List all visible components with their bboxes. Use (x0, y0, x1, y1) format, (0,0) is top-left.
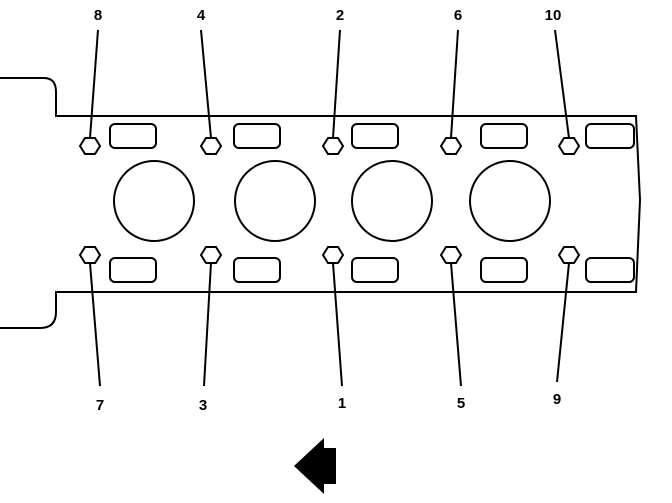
leader-line (200, 29, 212, 139)
bolt-label: 8 (94, 7, 102, 24)
bolt-label: 5 (457, 395, 465, 412)
top-ports (109, 123, 635, 149)
port-slot (351, 257, 399, 283)
bolt-label: 3 (199, 397, 207, 414)
leader-line (332, 29, 341, 139)
bolt-label: 4 (197, 7, 206, 24)
cylinder-bores (113, 160, 551, 242)
cylinder-bore (351, 160, 433, 242)
leader-line (450, 29, 459, 139)
bottom-bolts (78, 246, 581, 264)
port-slot (585, 123, 635, 149)
cylinder-head-outline (0, 77, 642, 329)
port-slot (480, 123, 528, 149)
port-slot (585, 257, 635, 283)
leader-line (89, 262, 101, 387)
port-slot (109, 123, 157, 149)
bottom-leader-lines (89, 262, 570, 387)
bolt-label: 2 (336, 7, 344, 24)
bolt-label: 9 (553, 391, 561, 408)
leader-line (554, 29, 570, 139)
bottom-ports (109, 257, 635, 283)
leader-line (89, 29, 99, 139)
bolt-hex-icon[interactable] (439, 246, 463, 264)
port-slot (233, 257, 281, 283)
bolt-hex-icon[interactable] (199, 137, 223, 155)
leader-line (203, 262, 212, 387)
port-slot (109, 257, 157, 283)
port-slot (351, 123, 399, 149)
top-leader-lines (89, 29, 570, 139)
bolt-label: 1 (338, 395, 346, 412)
cylinder-bore (234, 160, 316, 242)
bolt-label: 10 (545, 7, 562, 24)
leader-line (332, 262, 343, 387)
bolt-hex-icon[interactable] (439, 137, 463, 155)
bolt-hex-icon[interactable] (199, 246, 223, 264)
left-arrow-icon (294, 438, 336, 494)
port-slot (233, 123, 281, 149)
bolt-hex-icon[interactable] (557, 246, 581, 264)
bolt-label: 7 (96, 397, 104, 414)
leader-line (450, 262, 462, 387)
bolt-hex-icon[interactable] (78, 137, 102, 155)
bolt-hex-icon[interactable] (557, 137, 581, 155)
bolt-label: 6 (454, 7, 462, 24)
top-bolt-labels: 8 4 2 6 10 (94, 7, 562, 24)
bolt-hex-icon[interactable] (78, 246, 102, 264)
top-bolts (78, 137, 581, 155)
bolt-hex-icon[interactable] (321, 246, 345, 264)
leader-line (556, 262, 570, 383)
cylinder-bore (469, 160, 551, 242)
bottom-bolt-labels: 7 3 1 5 9 (96, 391, 561, 414)
port-slot (480, 257, 528, 283)
bolt-hex-icon[interactable] (321, 137, 345, 155)
cylinder-bore (113, 160, 195, 242)
